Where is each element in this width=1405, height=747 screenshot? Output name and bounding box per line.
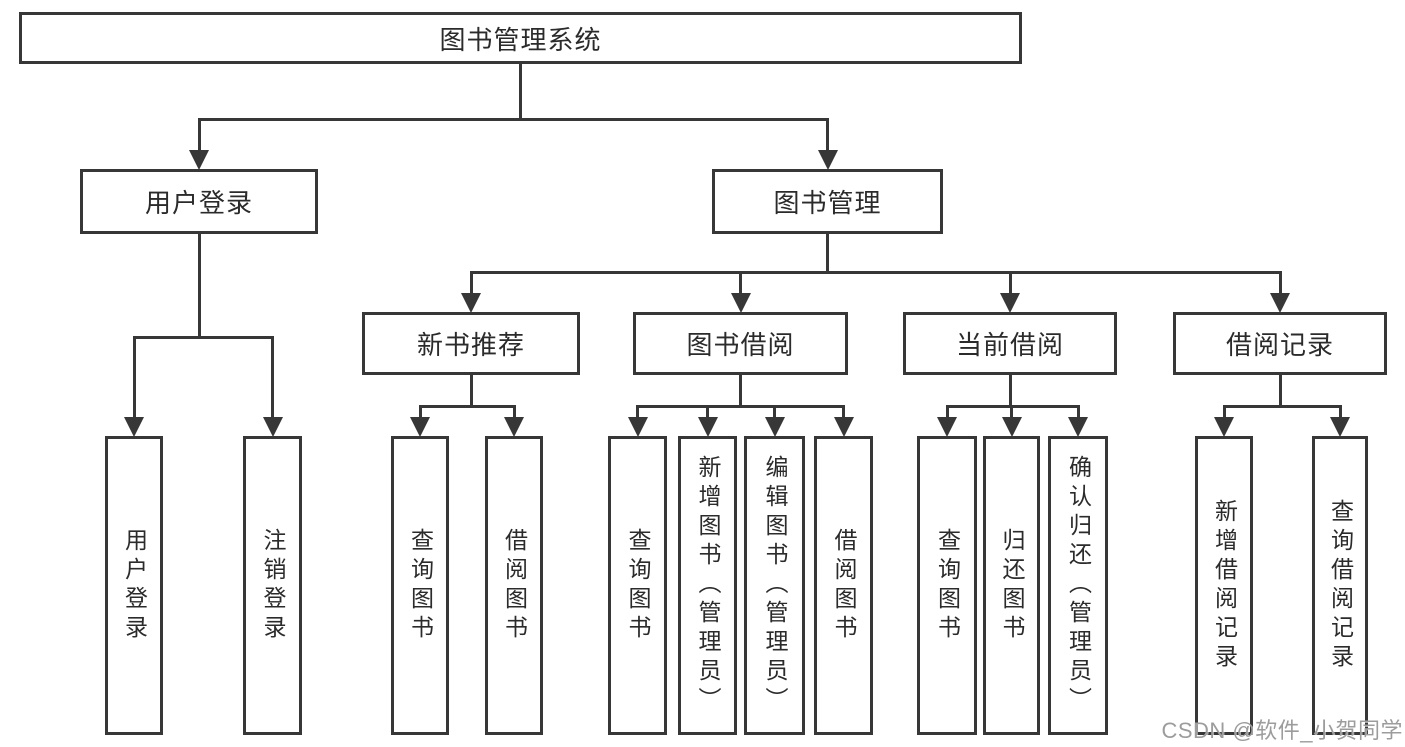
node-current-borrow: 当前借阅 [903,312,1117,375]
connector-stem-user-login [197,233,201,339]
connector-drop-leaf-query-borrow-record [1338,405,1342,418]
connector-drop-leaf-confirm-return [1076,405,1080,418]
arrow-down-icon [1001,417,1022,437]
arrow-down-icon [1330,417,1350,437]
node-label-borrow-records: 借阅记录 [1225,330,1334,360]
node-label-leaf-query-book-3: 查询图书 [934,527,961,644]
arrow-down-icon [504,417,524,437]
connector-drop-leaf-query-book-1 [418,405,422,418]
node-leaf-query-book-1: 查询图书 [391,436,449,735]
connector-drop-leaf-add-book [706,405,709,418]
arrow-down-icon [1000,293,1020,313]
node-label-leaf-add-borrow-record: 新增借阅记录 [1211,498,1238,673]
node-label-book-borrow: 图书借阅 [686,330,795,360]
node-label-leaf-user-login: 用户登录 [121,527,148,644]
node-leaf-add-borrow-record: 新增借阅记录 [1195,436,1253,735]
arrow-down-icon [937,417,957,437]
connector-drop-borrow-records [1278,271,1282,294]
arrow-down-icon [764,417,785,437]
node-leaf-query-book-2: 查询图书 [608,436,667,735]
connector-drop-leaf-borrow-book-1 [512,405,516,418]
node-leaf-borrow-book-2: 借阅图书 [814,436,873,735]
connector-drop-leaf-query-book-3 [945,405,949,418]
arrow-down-icon [124,417,144,437]
connector-drop-user-login [197,118,201,151]
connector-branch-book-borrow [636,405,845,408]
node-label-user-login: 用户登录 [144,188,253,218]
node-label-current-borrow: 当前借阅 [955,330,1064,360]
arrow-down-icon [262,417,283,437]
node-label-leaf-return-book: 归还图书 [999,527,1025,644]
connector-branch-book-management [469,271,1282,274]
connector-stem-new-book-recommend [469,374,473,408]
node-label-leaf-query-book-1: 查询图书 [407,527,434,644]
arrow-down-icon [697,417,718,437]
arrow-down-icon [833,417,854,437]
connector-stem-book-borrow [739,374,742,408]
node-label-leaf-borrow-book-2: 借阅图书 [831,527,857,644]
node-leaf-borrow-book-1: 借阅图书 [485,436,543,735]
connector-drop-leaf-borrow-book-2 [842,405,845,418]
node-leaf-query-borrow-record: 查询借阅记录 [1312,436,1368,735]
node-leaf-confirm-return: 确认归还（管理员） [1048,436,1108,735]
node-label-leaf-edit-book: 编辑图书（管理员） [762,455,788,716]
node-leaf-edit-book: 编辑图书（管理员） [744,436,805,735]
node-label-leaf-query-book-2: 查询图书 [625,527,651,644]
connector-branch-user-login [132,336,274,339]
arrow-down-icon [730,293,751,313]
connector-drop-current-borrow [1008,271,1012,294]
connector-stem-book-management [826,233,829,274]
node-new-book-recommend: 新书推荐 [362,312,580,375]
node-label-root: 图书管理系统 [439,24,602,55]
node-borrow-records: 借阅记录 [1173,312,1387,375]
node-label-book-management: 图书管理 [773,188,882,218]
connector-drop-new-book-recommend [469,271,473,294]
node-leaf-logout: 注销登录 [243,436,302,735]
connector-stem-root [519,63,522,121]
arrow-down-icon [1214,417,1234,437]
arrow-down-icon [189,150,209,170]
arrow-down-icon [627,417,648,437]
connector-stem-current-borrow [1008,374,1012,408]
node-book-borrow: 图书借阅 [633,312,848,375]
csdn-watermark: CSDN @软件_小贺同学 [1161,718,1403,743]
node-label-leaf-confirm-return: 确认归还（管理员） [1065,455,1092,716]
connector-drop-book-management [826,118,829,151]
arrow-down-icon [817,150,838,170]
connector-drop-leaf-query-book-2 [636,405,639,418]
connector-branch-borrow-records [1222,405,1342,408]
arrow-down-icon [1068,417,1088,437]
node-leaf-query-book-3: 查询图书 [917,436,977,735]
node-book-management: 图书管理 [712,169,943,234]
arrow-down-icon [410,417,430,437]
connector-drop-leaf-logout [271,336,274,418]
connector-drop-leaf-edit-book [773,405,776,418]
node-leaf-return-book: 归还图书 [983,436,1040,735]
connector-drop-leaf-return-book [1010,405,1013,418]
connector-stem-borrow-records [1278,374,1282,408]
node-label-leaf-borrow-book-1: 借阅图书 [501,527,528,644]
connector-drop-leaf-user-login [132,336,136,418]
connector-drop-book-borrow [739,271,742,294]
connector-branch-root [197,118,829,121]
node-leaf-add-book: 新增图书（管理员） [678,436,737,735]
connector-drop-leaf-add-borrow-record [1222,405,1226,418]
node-label-leaf-logout: 注销登录 [260,527,286,644]
node-label-leaf-query-borrow-record: 查询借阅记录 [1327,498,1354,673]
arrow-down-icon [461,293,481,313]
node-user-login: 用户登录 [80,169,318,234]
node-label-new-book-recommend: 新书推荐 [416,330,525,360]
node-root: 图书管理系统 [19,12,1022,64]
node-label-leaf-add-book: 新增图书（管理员） [695,455,721,716]
arrow-down-icon [1270,293,1290,313]
connector-branch-new-book-recommend [418,405,516,408]
node-leaf-user-login: 用户登录 [105,436,163,735]
